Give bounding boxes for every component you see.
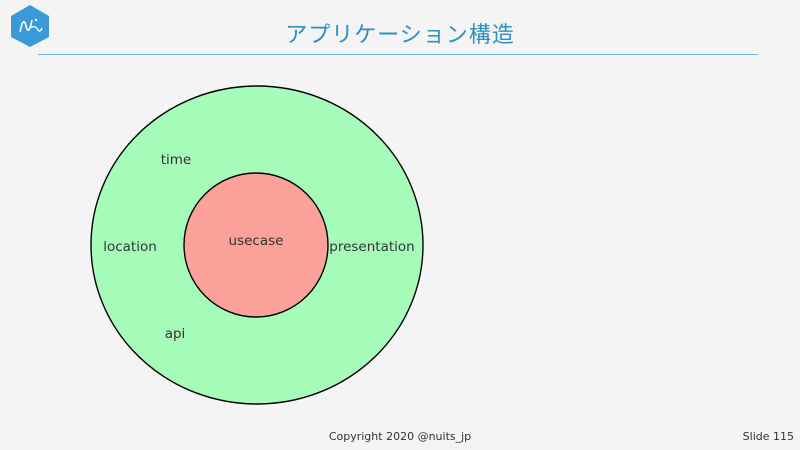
label-usecase: usecase: [229, 233, 284, 249]
slide-title: アプリケーション構造: [285, 23, 515, 48]
copyright-text: Copyright 2020 @nuits_jp: [328, 430, 472, 443]
label-presentation: presentation: [329, 239, 414, 255]
title-divider: [38, 54, 758, 55]
label-api: api: [165, 326, 186, 342]
label-time: time: [161, 152, 192, 168]
slide-number: Slide 115: [742, 430, 794, 443]
label-location: location: [103, 239, 157, 255]
nuits-logo-icon: [11, 5, 49, 47]
usecase-circle: [183, 172, 329, 318]
